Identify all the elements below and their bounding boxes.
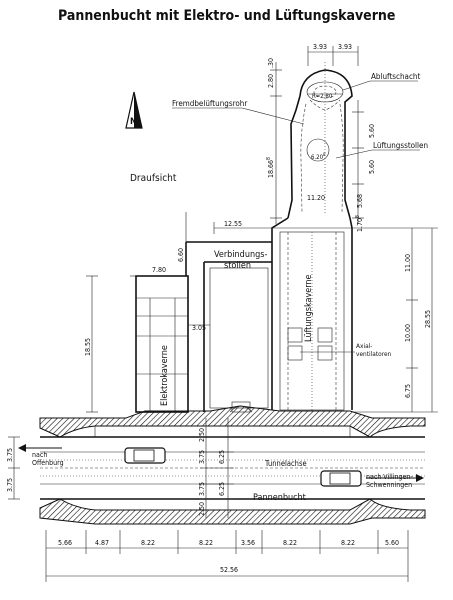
dim-1100: 11.00 <box>404 254 412 272</box>
svg-text:ventilatoren: ventilatoren <box>356 350 392 358</box>
dim-bottom-total: 52.56 <box>220 566 238 574</box>
dim-1120: 11.20 <box>307 194 325 202</box>
dim-1866: 18.668 <box>266 157 275 178</box>
label-verbindungsstollen: Verbindungs- stollen <box>214 250 267 271</box>
dim-mid-375b: 3.75 <box>198 482 206 496</box>
bottom-dimension-chain: 5.66 4.87 8.22 8.22 3.56 8.22 8.22 5.60 <box>58 539 399 547</box>
dim-170: 1.708 <box>355 215 364 232</box>
dim-2855: 28.55 <box>424 310 432 328</box>
dim-280: 2.80 <box>267 74 275 88</box>
label-lueftungskaverne: Lüftungskaverne <box>304 274 314 342</box>
view-label: Draufsicht <box>130 173 177 184</box>
dim-bottom-segment: 8.22 <box>199 539 213 547</box>
svg-text:nach: nach <box>32 451 47 459</box>
north-label: N <box>130 117 137 127</box>
dim-top-left: 3.93 <box>313 43 327 51</box>
tunnel-emergency-bay <box>18 405 426 525</box>
dim-mid-250a: 2.50 <box>198 428 206 442</box>
dim-560a: 5.60 <box>368 124 376 138</box>
arrow-right-icon <box>366 474 424 482</box>
dim-560b: 5.60 <box>368 160 376 174</box>
label-abluftschacht: Abluftschacht <box>371 72 420 81</box>
svg-text:Axial-: Axial- <box>356 342 372 350</box>
svg-text:stollen: stollen <box>224 261 251 271</box>
ventilation-gallery <box>271 62 355 411</box>
dim-bottom-segment: 8.22 <box>141 539 155 547</box>
svg-text:1.708: 1.708 <box>355 215 364 232</box>
dim-675: 6.75 <box>404 384 412 398</box>
dim-780: 7.80 <box>152 266 166 274</box>
svg-text:18.668: 18.668 <box>266 157 275 178</box>
svg-text:Verbindungs-: Verbindungs- <box>214 250 267 260</box>
dim-mid-625b: 6.25 <box>218 482 226 496</box>
arrow-left-icon <box>18 444 62 452</box>
label-fremdbelueftungsrohr: Fremdbelüftungsrohr <box>172 99 247 108</box>
dim-660: 6.60 <box>177 248 185 262</box>
dim-mid-375a: 3.75 <box>198 450 206 464</box>
dim-305: 3.05 <box>192 324 206 332</box>
dim-bottom-segment: 8.22 <box>283 539 297 547</box>
dimension-texts: 3.93 3.93 2.80 .30 R=2.80 18.668 5.60 5.… <box>6 43 432 574</box>
car-right-icon <box>320 470 362 487</box>
car-left-icon <box>124 447 166 464</box>
dim-1255: 12.55 <box>224 220 242 228</box>
label-pannenbucht: Pannenbucht <box>253 493 306 503</box>
svg-text:Schwenningen: Schwenningen <box>366 481 412 489</box>
label-lueftungsstollen: Lüftungsstollen <box>373 141 428 150</box>
dim-left-375b: 3.75 <box>6 478 14 492</box>
dim-030: .30 <box>267 58 275 68</box>
dim-mid-250b: 2.50 <box>198 502 206 516</box>
dim-mid-625a: 6.25 <box>218 450 226 464</box>
label-nach-offenburg: nach Offenburg <box>32 451 64 467</box>
dim-top-right: 3.93 <box>338 43 352 51</box>
dim-bottom-segment: 5.60 <box>385 539 399 547</box>
svg-text:nach Villingen-: nach Villingen- <box>366 473 413 481</box>
label-nach-villingen: nach Villingen- Schwenningen <box>366 473 413 489</box>
label-axialventilatoren: Axial- ventilatoren <box>356 342 392 358</box>
dimension-lines <box>8 46 438 582</box>
dim-left-375a: 3.75 <box>6 448 14 462</box>
dim-radius: R=2.80 <box>312 93 333 100</box>
dim-568: 5.68 <box>356 194 364 208</box>
dim-bottom-segment: 8.22 <box>341 539 355 547</box>
dim-bottom-segment: 3.56 <box>241 539 255 547</box>
dim-1000: 10.00 <box>404 324 412 342</box>
svg-text:Offenburg: Offenburg <box>32 459 64 467</box>
dim-bottom-segment: 4.87 <box>95 539 109 547</box>
drawing-title: Pannenbucht mit Elektro- und Lüftungskav… <box>58 8 395 24</box>
label-tunnelachse: Tunnelachse <box>264 459 307 468</box>
dim-1855: 18.55 <box>84 338 92 356</box>
north-arrow-icon: N <box>125 91 143 129</box>
label-elektrokaverne: Elektrokaverne <box>160 345 170 406</box>
dim-bottom-segment: 5.66 <box>58 539 72 547</box>
dim-620: 6.208 <box>311 152 326 161</box>
